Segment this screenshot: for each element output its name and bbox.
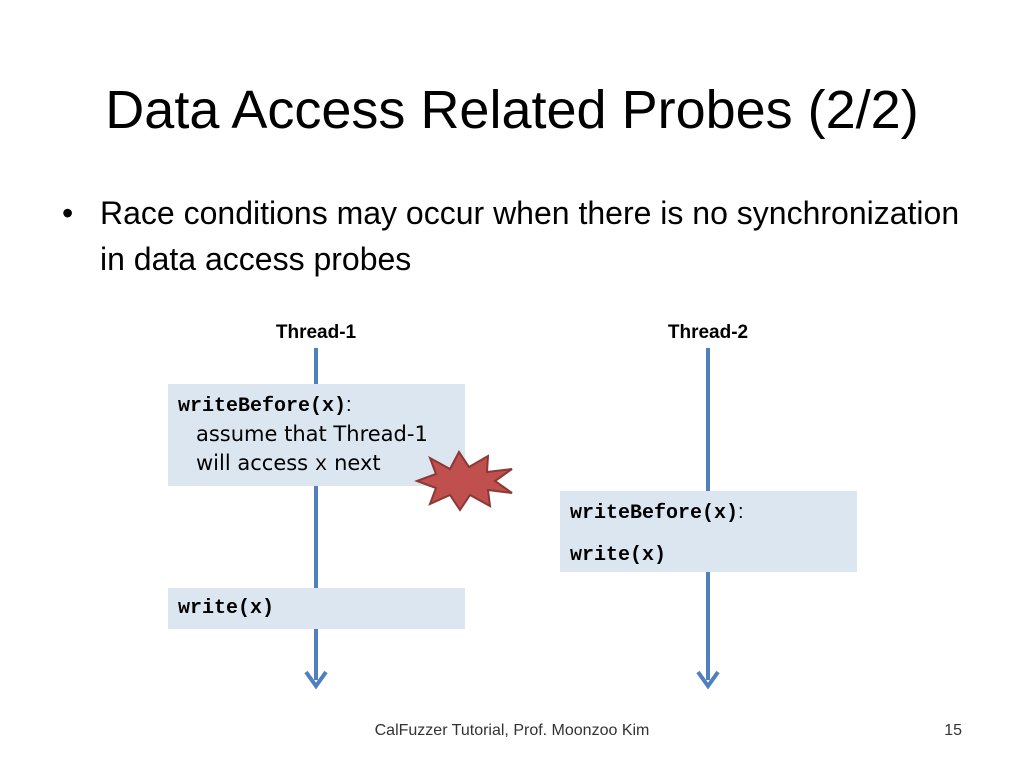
write-code: write(x) [178,597,275,620]
thread2-writebefore-code: writeBefore(x) [570,502,739,525]
thread2-writebefore-code-line: writeBefore(x): [570,499,847,527]
footer-text: CalFuzzer Tutorial, Prof. Moonzoo Kim [374,722,650,739]
thread2-write-code: write(x) [570,544,667,567]
variable-x: x [314,454,328,477]
thread1-label: Thread-1 [275,322,357,343]
thread1-arrowhead [304,670,328,690]
thread1-writebefore-code-line: writeBefore(x): [178,392,455,420]
bullet-text: Race conditions may occur when there is … [100,195,960,277]
colon: : [346,394,352,416]
thread2-colon: : [738,501,744,523]
thread2-label: Thread-2 [667,322,749,343]
assume-line-2-post: next [327,451,381,475]
thread1-write-box: write(x) [168,588,465,629]
race-conflict-burst-icon [414,450,513,512]
thread2-arrowhead [696,670,720,690]
thread2-box: writeBefore(x): write(x) [560,491,857,572]
assume-line-2-pre: will access [196,451,315,475]
thread2-write-code-line: write(x) [570,541,847,569]
writebefore-code: writeBefore(x) [178,395,347,418]
assume-line-2: will access x next [178,449,455,480]
slide-title: Data Access Related Probes (2/2) [105,80,919,140]
thread1-writebefore-box: writeBefore(x): assume that Thread-1 wil… [168,384,465,486]
bullet-dot: • [62,195,74,231]
assume-line-1: assume that Thread-1 [196,422,428,446]
page-number: 15 [944,722,962,739]
